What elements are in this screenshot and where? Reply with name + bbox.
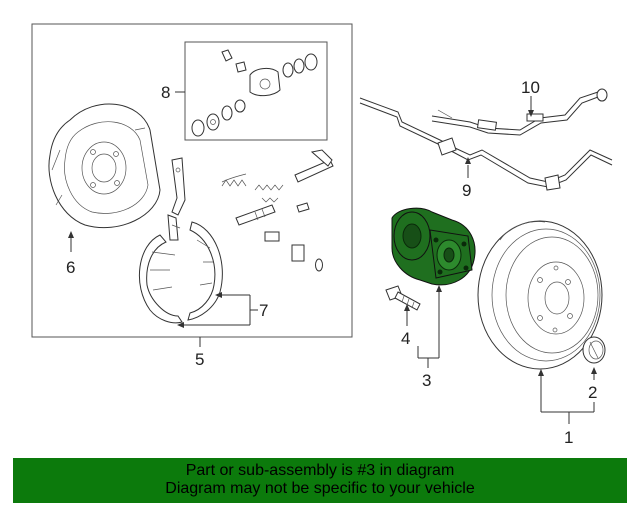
callout-5: 5 (195, 350, 204, 369)
callout-3: 3 (422, 371, 431, 390)
wheel-cylinder-parts (175, 49, 318, 137)
callout-8: 8 (161, 83, 170, 102)
brake-drum (477, 220, 603, 370)
hub-bolt (385, 285, 421, 311)
callout-7: 7 (259, 301, 268, 320)
callout-6: 6 (66, 258, 75, 277)
grease-cap (582, 336, 606, 364)
parts-diagram: 1 2 3 4 5 6 7 8 9 10 (31, 23, 613, 447)
callout-9: 9 (462, 181, 471, 200)
brake-shoes (138, 214, 258, 328)
adjuster-parts (171, 149, 334, 272)
callout-10: 10 (521, 78, 540, 97)
brake-lines (359, 88, 613, 191)
assembly-5-frame (31, 23, 353, 338)
notice-line-1: Part or sub-assembly is #3 in diagram (185, 462, 455, 479)
notice-banner: Part or sub-assembly is #3 in diagram Di… (13, 458, 627, 503)
callout-2: 2 (588, 383, 597, 402)
assembly-8-frame (184, 41, 328, 141)
notice-line-2: Diagram may not be specific to your vehi… (165, 480, 475, 497)
hub-bearing-assembly (391, 207, 476, 286)
callout-1: 1 (564, 428, 573, 447)
leader-lines (199, 285, 597, 424)
backing-plate (48, 103, 161, 252)
callout-4: 4 (401, 329, 410, 348)
